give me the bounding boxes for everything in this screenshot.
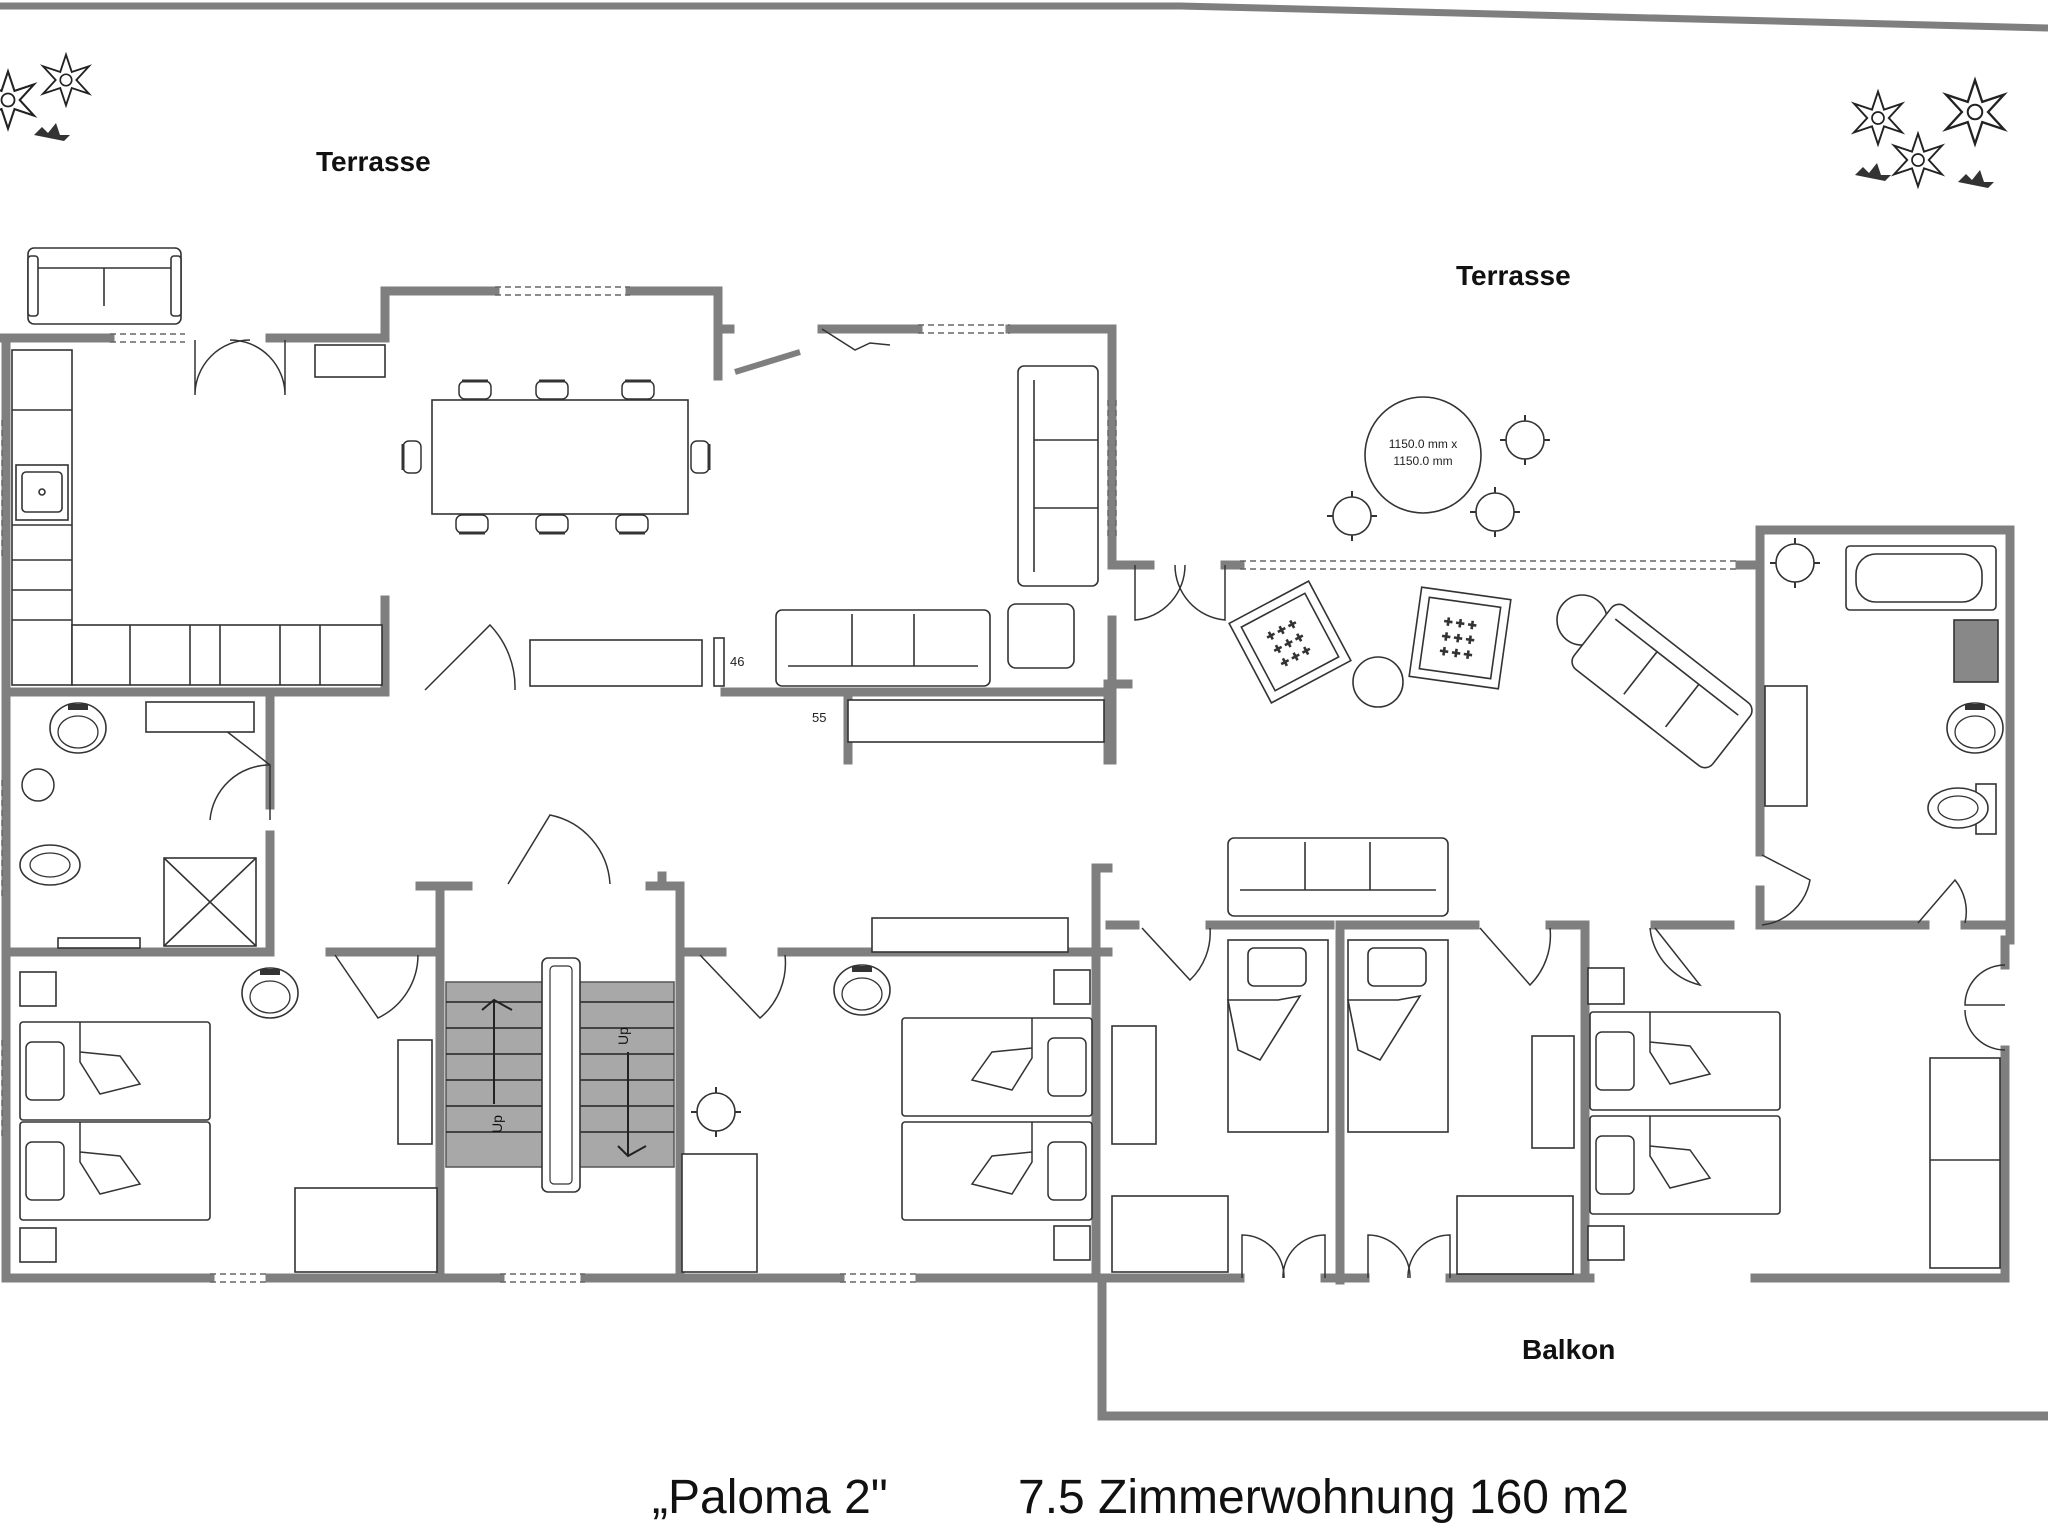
property-line [0, 2, 2048, 32]
furniture [11, 247, 2001, 1275]
dimension-55: 55 [812, 710, 827, 725]
stair-up-right-label: Up [614, 1027, 631, 1045]
plan-name: „Paloma 2" [652, 1471, 888, 1524]
plant-icon [0, 53, 2006, 188]
table-size-line2: 1150.0 mm [1393, 454, 1453, 468]
lounge: + + ++ + ++ + + + + ++ + ++ + + [1228, 580, 1753, 769]
dimension-46: 46 [730, 654, 745, 669]
table-size-line1: 1150.0 mm x [1388, 437, 1458, 451]
stair-up-left-label: Up [488, 1115, 505, 1133]
balcony-label: Balkon [1522, 1334, 1616, 1365]
terrace-right-label: Terrasse [1456, 260, 1571, 291]
doors [194, 328, 2006, 1279]
staircase [445, 957, 675, 1193]
plan-description: 7.5 Zimmerwohnung 160 m2 [1018, 1471, 1629, 1524]
windows [1, 286, 1740, 1283]
svg-text:+ + +: + + + [1441, 628, 1475, 648]
beds [19, 1011, 1781, 1221]
terrace-left-label: Terrasse [316, 146, 431, 177]
round-table [1364, 396, 1482, 514]
svg-text:+ + +: + + + [1443, 613, 1477, 633]
stools [21, 414, 1821, 1138]
svg-text:+ + +: + + + [1439, 642, 1473, 662]
table-size-note: 1150.0 mm x 1150.0 mm [1353, 436, 1493, 470]
